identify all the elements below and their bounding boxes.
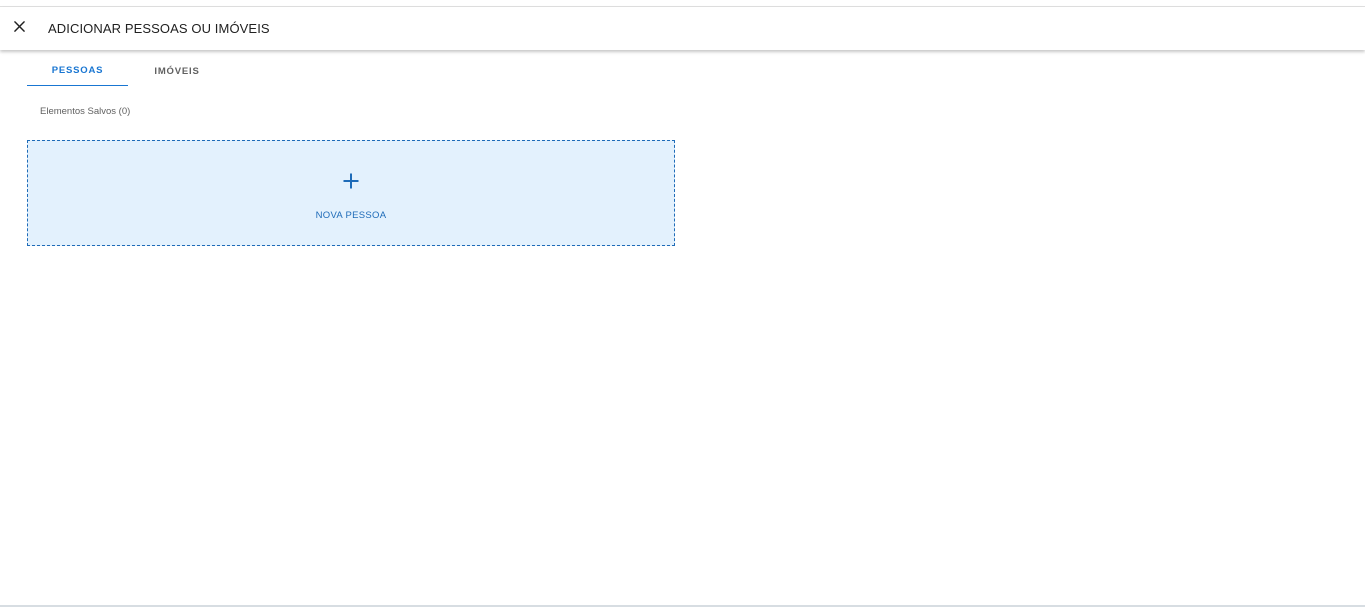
tab-bar: PESSOAS IMÓVEIS (27, 56, 226, 86)
close-icon (13, 19, 25, 37)
dialog-header: ADICIONAR PESSOAS OU IMÓVEIS (0, 7, 1365, 50)
tab-imoveis[interactable]: IMÓVEIS (154, 65, 200, 77)
saved-elements-label: Elementos Salvos (0) (40, 106, 131, 117)
plus-icon (342, 172, 360, 190)
close-button[interactable] (10, 18, 28, 38)
dialog-title: ADICIONAR PESSOAS OU IMÓVEIS (48, 21, 270, 36)
new-person-button[interactable]: NOVA PESSOA (27, 140, 675, 246)
new-person-label: NOVA PESSOA (315, 210, 387, 221)
tab-pessoas[interactable]: PESSOAS (27, 56, 128, 86)
top-divider (0, 6, 1365, 7)
bottom-divider (0, 605, 1365, 607)
